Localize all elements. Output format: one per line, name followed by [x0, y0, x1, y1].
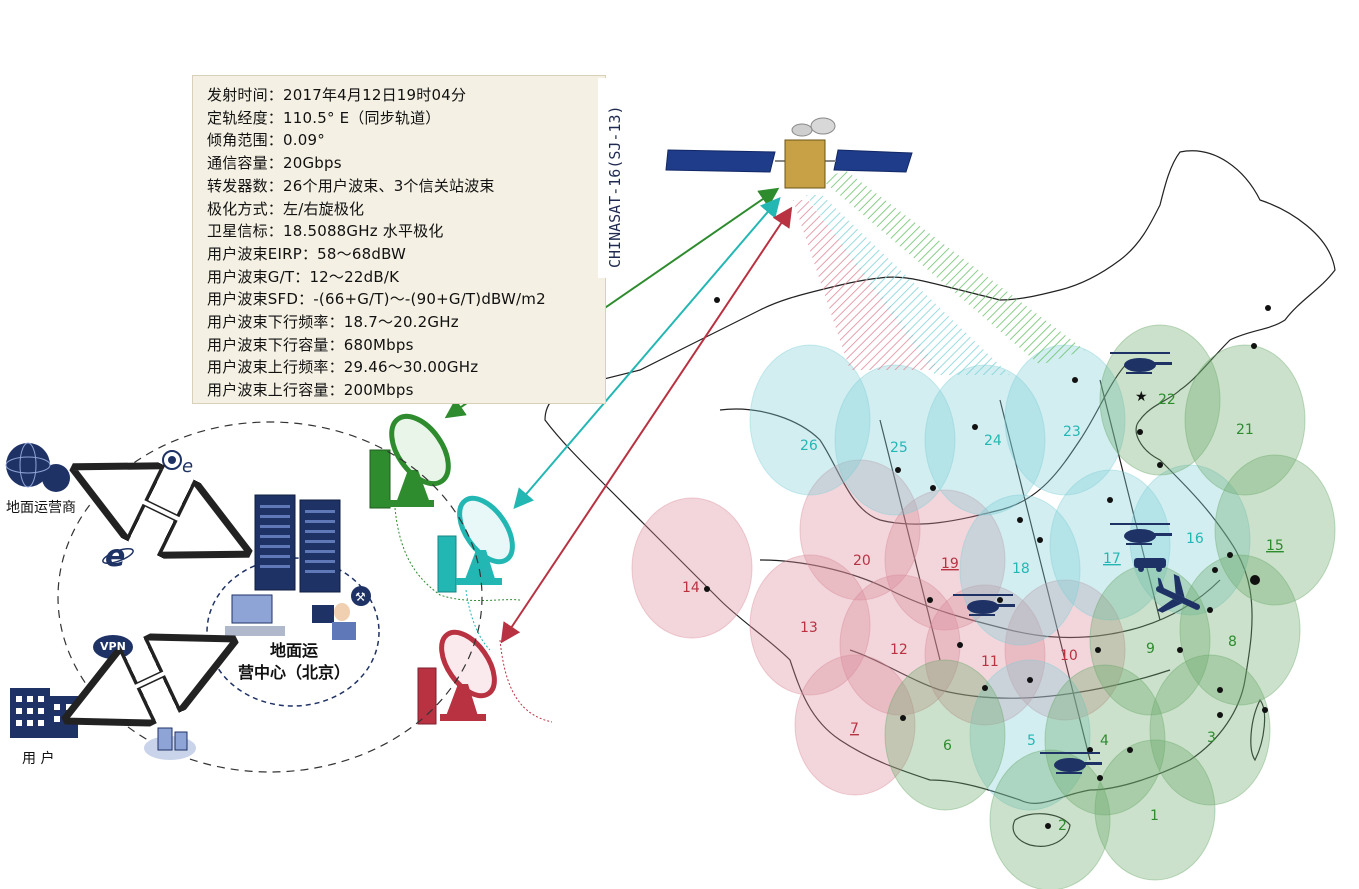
- spec-line: 用户波束SFD：-(66+G/T)～-(90+G/T)dBW/m2: [207, 290, 546, 309]
- svg-text:e: e: [105, 539, 125, 574]
- spec-line: 用户波束EIRP：58～68dBW: [207, 244, 407, 263]
- workstation-icon: [225, 594, 356, 640]
- beam-label-12: 12: [890, 642, 908, 658]
- spec-line: 定轨经度：110.5° E（同步轨道）: [207, 108, 441, 127]
- beam-label-21: 21: [1236, 422, 1254, 438]
- vpn-label: VPN: [100, 640, 126, 653]
- beam-label-11: 11: [981, 654, 999, 670]
- helicopter-icon: [1110, 523, 1172, 545]
- beam-label-22: 22: [1158, 392, 1176, 408]
- ground-operator-label: 地面运营商: [6, 500, 76, 516]
- center-label-line2: 营中心（北京）: [237, 663, 350, 682]
- teal-beam-cone: [806, 195, 1010, 375]
- spec-line: 倾角范围：0.09°: [207, 131, 325, 150]
- red-station-dotted-path: [499, 639, 553, 723]
- helicopter-icon: [1110, 352, 1172, 374]
- globe-network-icon: [5, 442, 70, 492]
- spec-line: 通信容量：20Gbps: [207, 154, 342, 173]
- beam-label-10: 10: [1060, 648, 1078, 664]
- spec-line: 极化方式：左/右旋极化: [207, 199, 365, 218]
- beam-label-20: 20: [853, 553, 871, 569]
- beam-label-16: 16: [1186, 531, 1204, 547]
- satellite-name-text: CHINASAT-16(SJ-13): [606, 105, 624, 268]
- beam-label-7: 7: [850, 721, 859, 737]
- spec-line: 用户波束下行频率：18.7～20.2GHz: [207, 313, 459, 331]
- beam-label-15: 15: [1266, 538, 1284, 554]
- office-building-icon: [10, 688, 78, 738]
- green-beam-cone: [822, 170, 1085, 365]
- red-gateway-station: [417, 629, 497, 725]
- beam-label-2: 2: [1058, 818, 1067, 834]
- red-link-arrow: [500, 206, 793, 644]
- spec-line: 发射时间：2017年4月12日19时04分: [207, 86, 467, 104]
- beam-label-9: 9: [1146, 641, 1155, 657]
- beam-label-18: 18: [1012, 561, 1030, 577]
- beam-label-8: 8: [1228, 634, 1237, 650]
- teal-gateway-station: [437, 495, 515, 593]
- beam-label-24: 24: [984, 433, 1002, 449]
- beam-label-5: 5: [1027, 733, 1036, 749]
- user-to-center-arrow: [82, 648, 218, 712]
- beam-label-17: 17: [1103, 551, 1121, 567]
- spec-line: 用户波束上行容量：200Mbps: [207, 381, 414, 400]
- tools-icon: ⚒: [351, 586, 371, 606]
- spec-line: 转发器数：26个用户波束、3个信关站波束: [207, 176, 495, 195]
- spec-line: 用户波束G/T：12～22dB/K: [207, 267, 400, 286]
- satellite-icon: [665, 117, 913, 189]
- beam-label-3: 3: [1207, 730, 1216, 746]
- spec-line: 卫星信标：18.5088GHz 水平极化: [207, 222, 444, 241]
- center-label-line1: 地面运: [269, 641, 318, 660]
- operations-center-label: 地面运 营中心（北京）: [214, 640, 374, 684]
- operator-logos-icon: e: [162, 450, 193, 477]
- helicopter-icon: [1040, 752, 1102, 774]
- ie-browser-icon: e: [102, 539, 134, 574]
- airplane-icon: [1155, 573, 1201, 613]
- satellite-name-label: CHINASAT-16(SJ-13): [598, 78, 638, 278]
- beam-label-23: 23: [1063, 424, 1081, 440]
- helicopter-icon: [953, 594, 1015, 616]
- outer-network-ring: [57, 421, 483, 773]
- svg-text:⚒: ⚒: [355, 590, 366, 604]
- server-cloud-icon: [144, 727, 196, 760]
- beam-label-19: 19: [941, 556, 959, 572]
- satellite-spec-panel: 发射时间：2017年4月12日19时04分定轨经度：110.5° E（同步轨道）…: [192, 75, 606, 404]
- center-ring: [206, 557, 380, 707]
- beam-label-25: 25: [890, 440, 908, 456]
- server-racks-icon: [254, 494, 341, 593]
- teal-station-dotted-path: [465, 589, 491, 651]
- beam-label-26: 26: [800, 438, 818, 454]
- aircraft-icons: [953, 352, 1201, 774]
- beam-label-6: 6: [943, 738, 952, 754]
- spec-line: 用户波束下行容量：680Mbps: [207, 335, 414, 354]
- operator-to-center-arrow: [90, 476, 232, 545]
- vehicle-icon: [1134, 558, 1166, 572]
- green-beams: [884, 324, 1336, 889]
- green-station-dotted-path: [394, 507, 521, 602]
- beam-label-1: 1: [1150, 808, 1159, 824]
- beam-label-14: 14: [682, 580, 700, 596]
- user-label: 用 户: [22, 751, 55, 767]
- beam-label-4: 4: [1100, 733, 1109, 749]
- beam-number-labels: 1234567891011121314151617181920212223242…: [682, 392, 1284, 834]
- svg-text:e: e: [182, 456, 193, 477]
- spec-line: 用户波束上行频率：29.46～30.00GHz: [207, 358, 479, 377]
- beijing-star: ★: [1135, 389, 1148, 405]
- green-gateway-station: [369, 413, 451, 509]
- beam-label-13: 13: [800, 620, 818, 636]
